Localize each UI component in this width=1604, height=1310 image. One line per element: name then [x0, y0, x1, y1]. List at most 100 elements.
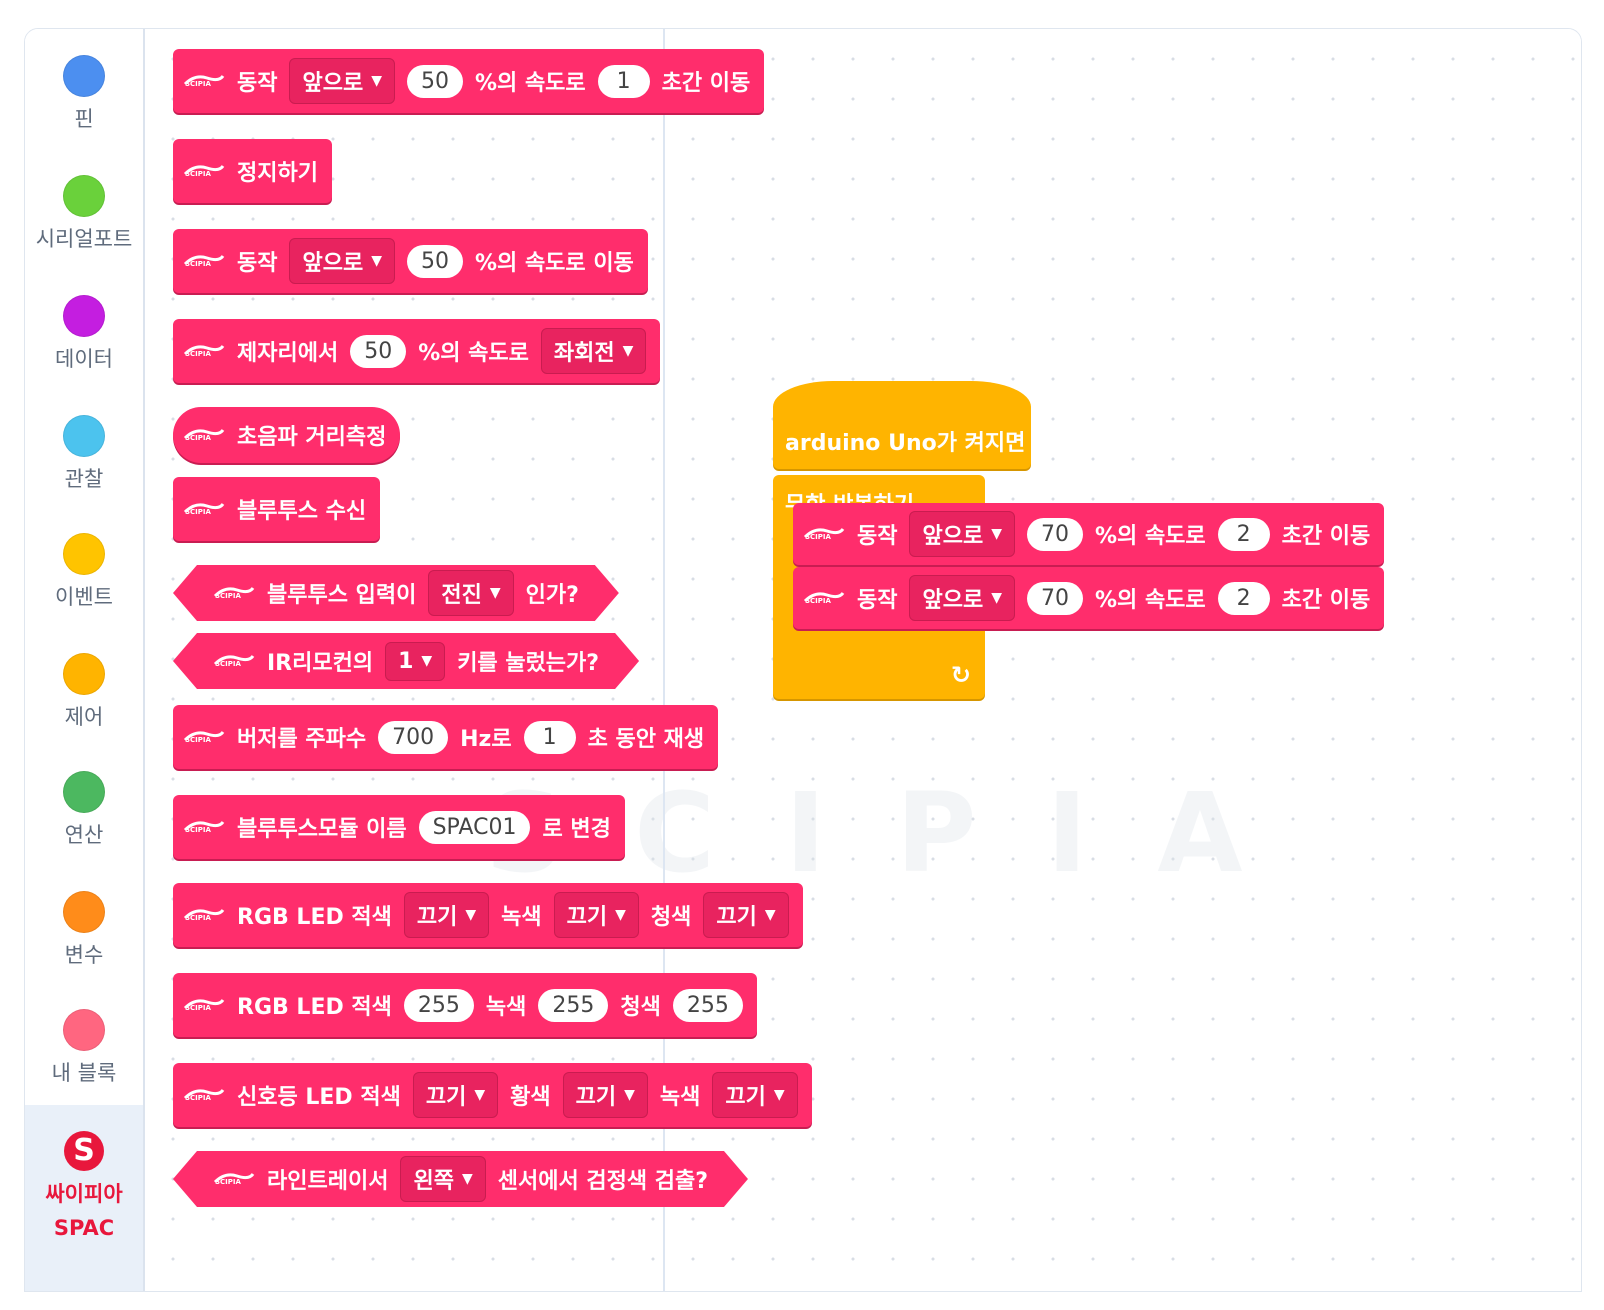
block-text: 동작 [237, 251, 278, 276]
dropdown-arrow-icon: ▼ [421, 653, 433, 669]
blue-value-input[interactable]: 255 [672, 988, 743, 1022]
direction-dropdown[interactable]: 앞으로 ▼ [909, 575, 1015, 621]
block-spin[interactable]: SCIPIA 제자리에서 50 %의 속도로 좌회전▼ [173, 319, 661, 383]
block-text: IR리모컨의 [267, 651, 374, 676]
block-buzzer[interactable]: SCIPIA 버저를 주파수 700 Hz로 1 초 동안 재생 [173, 705, 719, 769]
hat-block-on-start[interactable]: arduino Uno가 켜지면 [773, 381, 1031, 469]
dropdown-arrow-icon: ▼ [461, 1171, 473, 1187]
speed-input[interactable]: 70 [1027, 581, 1083, 615]
dropdown-value: 앞으로 [302, 251, 364, 276]
block-move-timed[interactable]: SCIPIA 동작 앞으로▼ 50 %의 속도로 1 초간 이동 [173, 49, 765, 113]
block-text: 키를 눌렀는가? [457, 651, 600, 676]
dropdown-arrow-icon: ▼ [991, 526, 1002, 542]
speed-input[interactable]: 50 [407, 244, 463, 278]
direction-dropdown[interactable]: 앞으로▼ [909, 511, 1015, 557]
dropdown-value: 좌회전 [553, 341, 615, 366]
block-bluetooth-rename[interactable]: SCIPIA 블루투스모듈 이름 SPAC01 로 변경 [173, 795, 625, 859]
block-text: %의 속도로 이동 [475, 251, 634, 276]
category-pin[interactable]: 핀 [25, 55, 143, 133]
svg-text:SCIPIA: SCIPIA [185, 80, 212, 88]
block-traffic-led[interactable]: SCIPIA 신호등 LED 적색 끄기▼ 황색 끄기▼ 녹색 끄기▼ [173, 1063, 812, 1127]
code-workspace[interactable]: SCIPIA SCIPIA 동작 앞으로▼ 50 %의 속도로 1 초간 이동 … [145, 29, 1581, 1291]
block-ir-remote-check[interactable]: SCIPIA IR리모컨의 1▼ 키를 눌렀는가? [173, 633, 639, 689]
block-text: %의 속도로 [418, 341, 529, 366]
red-dropdown[interactable]: 끄기▼ [412, 1072, 499, 1118]
block-text: 제자리에서 [237, 341, 339, 366]
dropdown-value: 끄기 [725, 1085, 766, 1110]
block-text: 정지하기 [237, 161, 318, 186]
category-variable[interactable]: 변수 [25, 891, 143, 969]
yellow-dropdown[interactable]: 끄기▼ [562, 1072, 648, 1118]
green-dropdown[interactable]: 끄기▼ [712, 1072, 798, 1118]
module-name-input[interactable]: SPAC01 [418, 810, 531, 844]
block-line-tracer-check[interactable]: SCIPIA 라인트레이서 왼쪽▼ 센서에서 검정색 검출? [173, 1151, 748, 1207]
frequency-input[interactable]: 700 [378, 720, 449, 754]
category-control[interactable]: 제어 [25, 653, 143, 731]
svg-text:SCIPIA: SCIPIA [805, 533, 832, 541]
category-observe[interactable]: 관찰 [25, 415, 143, 493]
bluetooth-command-dropdown[interactable]: 전진▼ [428, 570, 514, 616]
seconds-input[interactable]: 1 [597, 64, 650, 98]
speed-input[interactable]: 50 [407, 64, 463, 98]
dropdown-value: 끄기 [425, 1085, 467, 1110]
direction-dropdown[interactable]: 앞으로▼ [289, 238, 395, 284]
green-value-input[interactable]: 255 [538, 988, 609, 1022]
block-rgb-led-value[interactable]: SCIPIA RGB LED 적색 255 녹색 255 청색 255 [173, 973, 757, 1037]
block-bluetooth-receive[interactable]: SCIPIA 블루투스 수신 [173, 477, 381, 541]
category-event[interactable]: 이벤트 [25, 533, 143, 611]
svg-text:SCIPIA: SCIPIA [185, 1004, 212, 1012]
block-move[interactable]: SCIPIA 동작 앞으로▼ 50 %의 속도로 이동 [173, 229, 648, 293]
block-text: 초간 이동 [661, 71, 751, 96]
block-move-timed-script[interactable]: SCIPIA 동작 앞으로▼ 70 %의 속도로 2 초간 이동 [793, 567, 1385, 629]
block-stop[interactable]: SCIPIA 정지하기 [173, 139, 332, 203]
dropdown-value: 끄기 [566, 905, 608, 930]
category-my-blocks[interactable]: 내 블록 [25, 1009, 143, 1087]
red-value-input[interactable]: 255 [403, 988, 474, 1022]
category-data[interactable]: 데이터 [25, 295, 143, 373]
red-dropdown[interactable]: 끄기▼ [403, 892, 490, 938]
speed-input[interactable]: 70 [1027, 517, 1083, 551]
block-text: 녹색 [659, 1085, 701, 1110]
block-text: 녹색 [501, 905, 542, 930]
category-scipia-spac[interactable]: S 싸이피아 SPAC [25, 1105, 143, 1291]
dropdown-arrow-icon: ▼ [615, 907, 626, 923]
seconds-input[interactable]: 1 [523, 720, 576, 754]
block-move-timed-script[interactable]: SCIPIA 동작 앞으로▼ 70 %의 속도로 2 초간 이동 [793, 503, 1385, 565]
loop-arrow-icon: ↻ [950, 661, 971, 689]
speed-input[interactable]: 50 [350, 334, 407, 368]
block-ultrasonic-distance[interactable]: SCIPIA 초음파 거리측정 [173, 407, 401, 463]
scipia-logo-icon: SCIPIA [183, 165, 225, 178]
dropdown-arrow-icon: ▼ [371, 73, 382, 89]
category-dot-icon [63, 533, 105, 575]
dropdown-arrow-icon: ▼ [991, 590, 1002, 606]
category-operator[interactable]: 연산 [25, 771, 143, 849]
block-rgb-led-toggle[interactable]: SCIPIA RGB LED 적색 끄기▼ 녹색 끄기▼ 청색 끄기▼ [173, 883, 803, 947]
scipia-logo-icon: S [64, 1131, 104, 1171]
blue-dropdown[interactable]: 끄기▼ [703, 892, 789, 938]
category-label: 이벤트 [55, 585, 113, 609]
block-text: 초간 이동 [1281, 588, 1371, 613]
block-text: Hz로 [460, 727, 512, 752]
green-dropdown[interactable]: 끄기 ▼ [553, 892, 639, 938]
block-text: 동작 [857, 588, 898, 613]
turn-dropdown[interactable]: 좌회전▼ [540, 328, 647, 374]
block-text: 초음파 거리측정 [237, 425, 387, 450]
svg-text:SCIPIA: SCIPIA [185, 434, 212, 442]
category-label: 제어 [64, 705, 104, 729]
seconds-input[interactable]: 2 [1217, 517, 1270, 551]
seconds-input[interactable]: 2 [1217, 581, 1270, 615]
sensor-side-dropdown[interactable]: 왼쪽▼ [400, 1156, 486, 1202]
block-text: 라인트레이서 [267, 1169, 389, 1194]
dropdown-arrow-icon: ▼ [465, 907, 477, 923]
direction-dropdown[interactable]: 앞으로▼ [289, 58, 395, 104]
dropdown-value: 앞으로 [922, 588, 984, 613]
block-bluetooth-input-check[interactable]: SCIPIA 블루투스 입력이 전진▼ 인가? [173, 565, 619, 621]
block-text: 센서에서 검정색 검출? [497, 1169, 708, 1194]
svg-text:SCIPIA: SCIPIA [185, 508, 212, 516]
category-serial[interactable]: 시리얼포트 [25, 175, 143, 253]
ir-key-dropdown[interactable]: 1▼ [385, 641, 446, 681]
block-text: 녹색 [485, 995, 527, 1020]
scipia-logo-icon: SCIPIA [183, 429, 225, 442]
scipia-logo-icon: SCIPIA [183, 1089, 225, 1102]
scipia-logo-icon: SCIPIA [183, 255, 225, 268]
